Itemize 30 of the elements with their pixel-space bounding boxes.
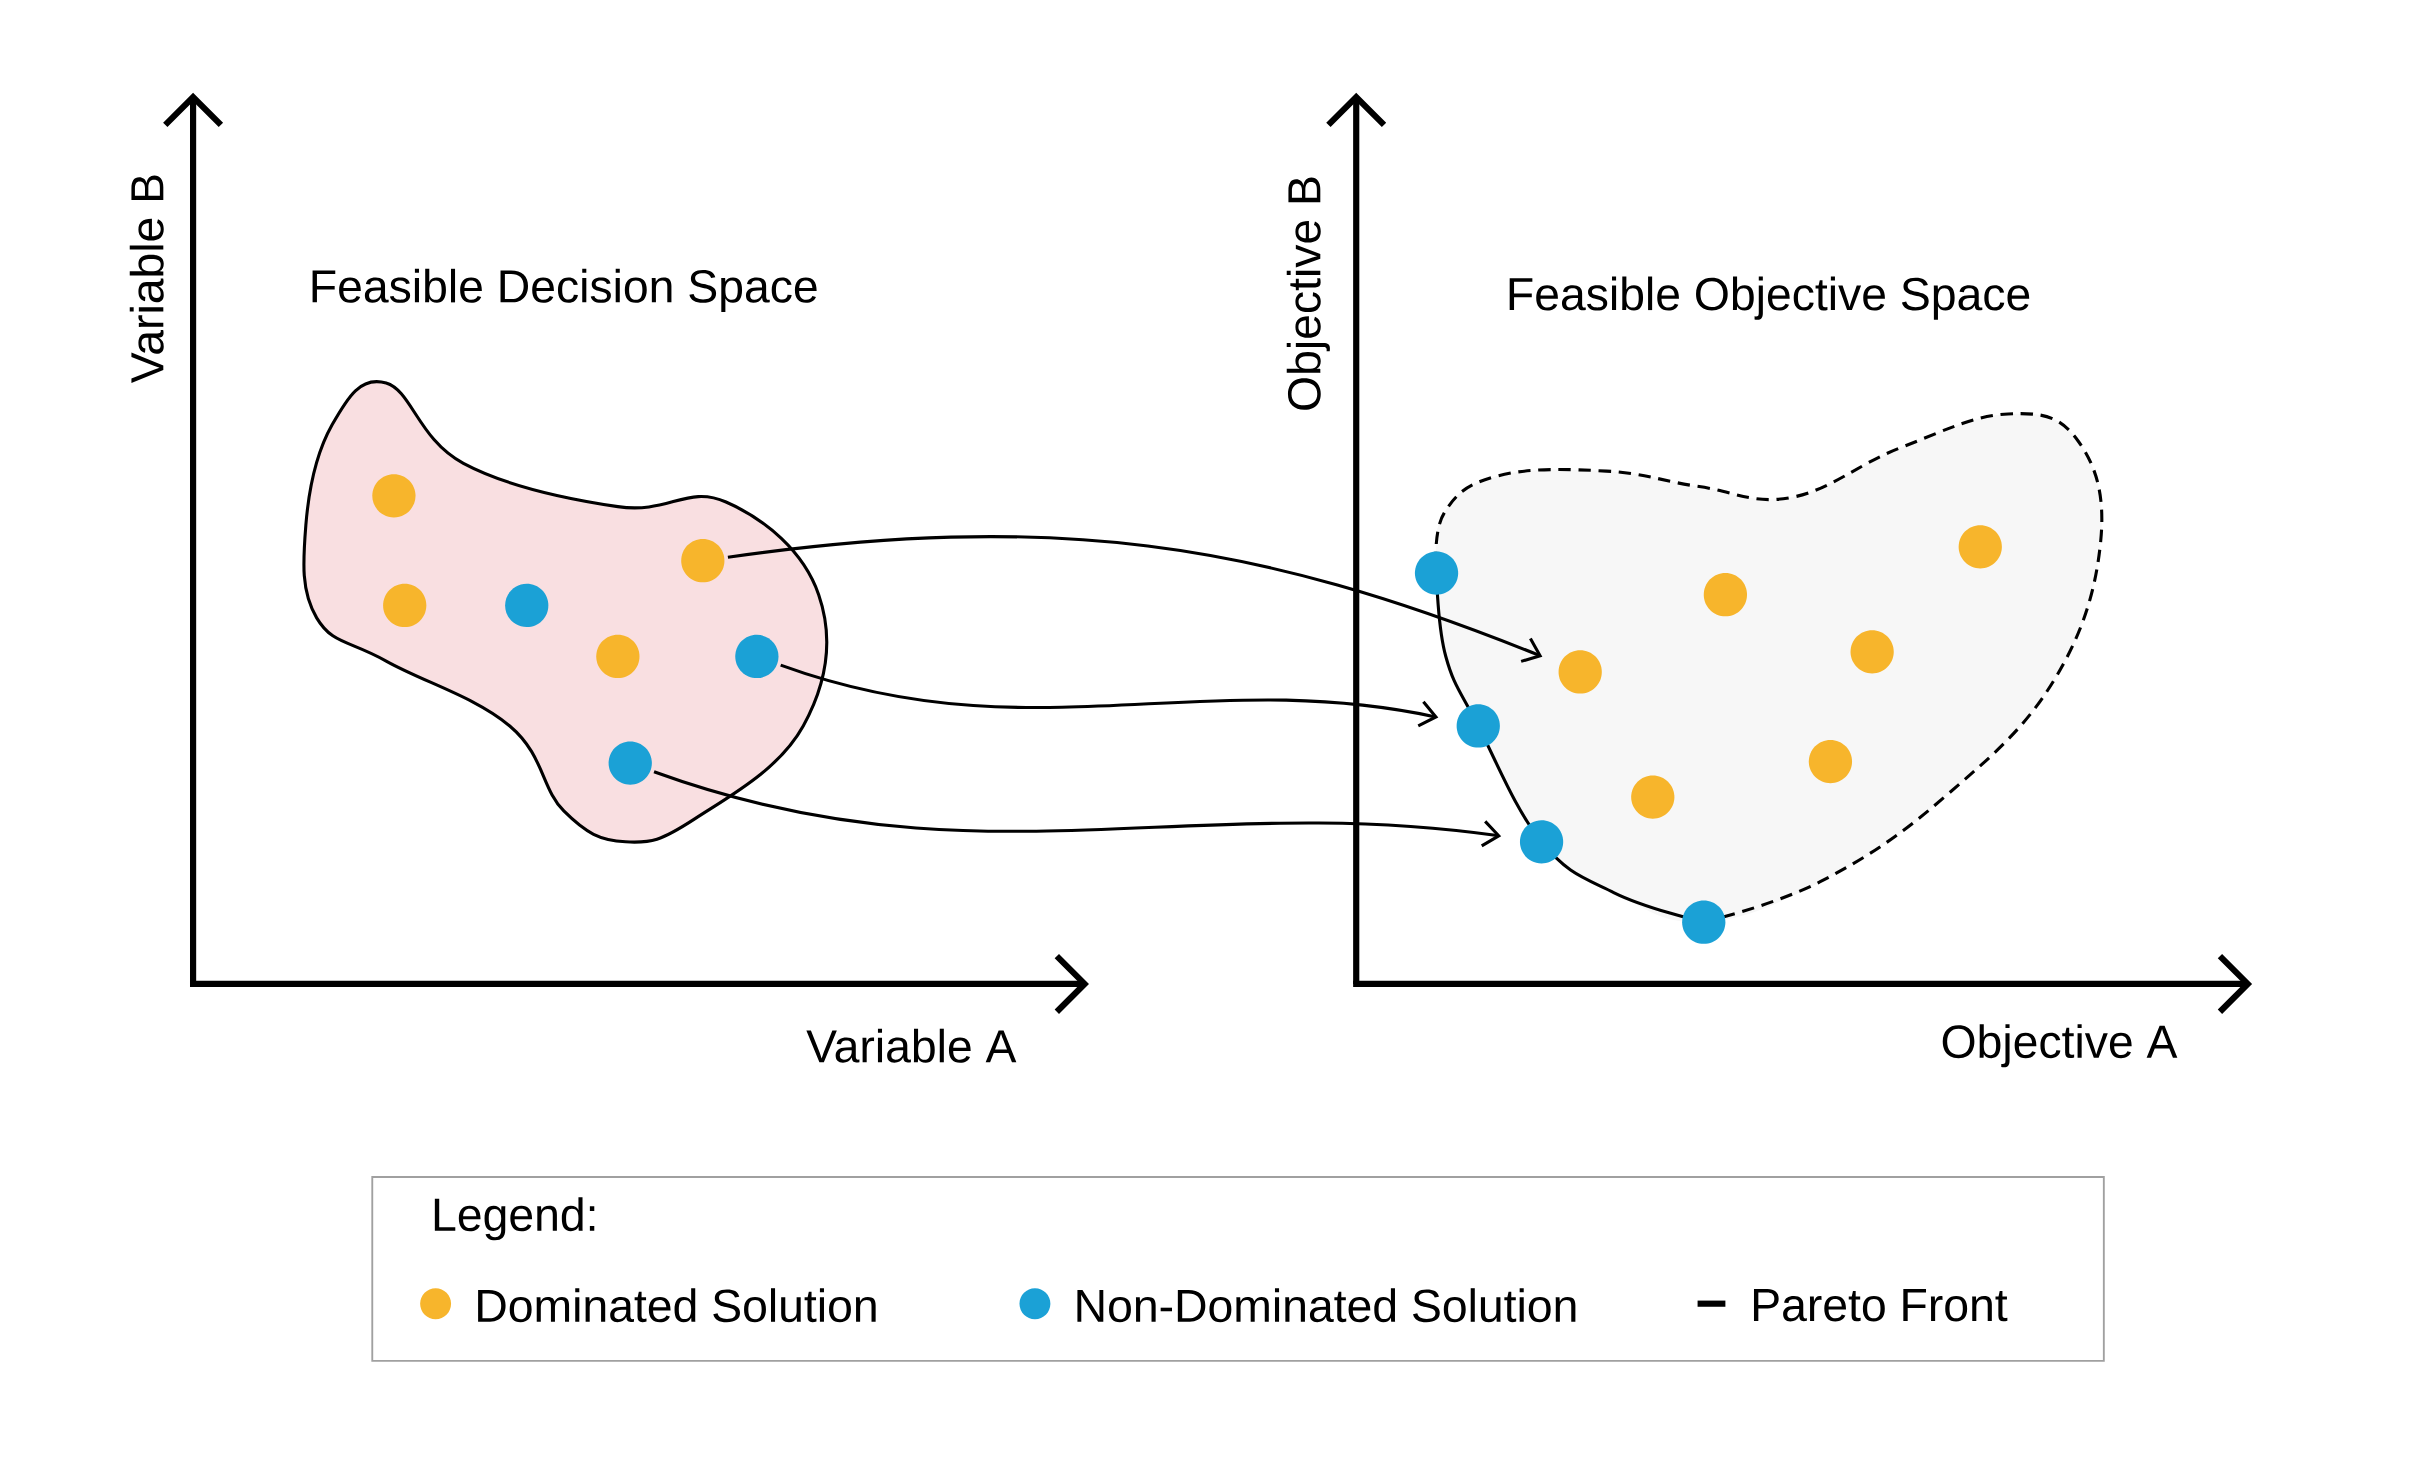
dominated-dot [1558,650,1602,694]
non-dominated-dot [1682,900,1726,944]
non-dominated-dot [1519,819,1564,864]
dominated-dot [1631,775,1675,819]
region-title: Feasible Objective Space [1509,276,2030,320]
dominated-dot [372,473,416,518]
dominated-dot [1808,739,1853,783]
non-dominated-dot [608,741,652,785]
non-dominated-dot [505,583,549,627]
dominated-dot [1850,630,1894,674]
arrow [727,535,1543,663]
dominated-dot [681,538,725,583]
axis-label: Variable A [806,1028,1017,1063]
non-dominated-dot [1456,704,1500,748]
legend-text: Non-Dominated Solution [1077,1288,1576,1322]
axis-label: Variable B [129,175,164,383]
arrow [780,663,1439,727]
non-dominated-dot [735,634,779,678]
dominated-dot [383,583,427,627]
legend-text: Dominated Solution [478,1288,876,1322]
axis-label: Objective B [1286,177,1330,410]
legend-title: Legend: [434,1196,595,1241]
dominated-dot [1703,572,1747,617]
arrow [653,770,1502,847]
axis-label: Objective A [1942,1023,2178,1068]
dominated-dot [596,634,640,678]
legend-text: Pareto Front [1754,1288,2008,1322]
non-dominated-dot [1414,551,1459,595]
region-title: Feasible Decision Space [312,268,817,312]
dominated-dot [1958,524,2002,569]
